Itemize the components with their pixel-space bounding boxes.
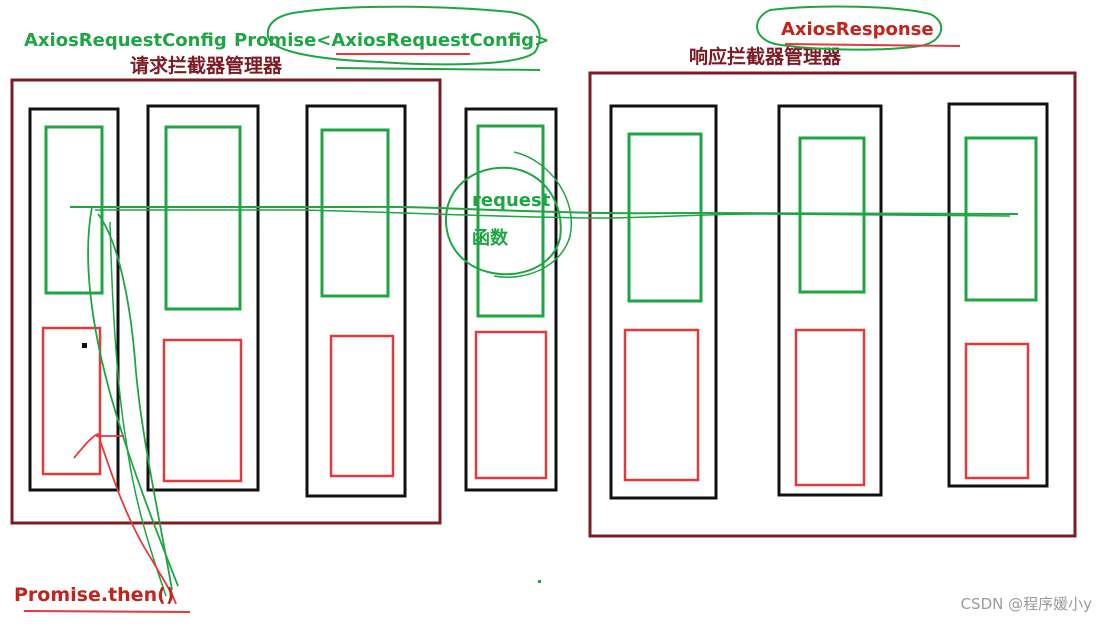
request-flow-line-lower bbox=[95, 209, 1011, 219]
request-interceptor-manager-box bbox=[10, 78, 442, 525]
request-function-block bbox=[464, 107, 558, 492]
request-interceptor-3-fulfilled bbox=[320, 128, 390, 298]
green-chain-curve-3 bbox=[109, 221, 167, 597]
request-interceptor-3-rejected bbox=[329, 334, 395, 478]
axios-response-underline bbox=[784, 43, 961, 47]
response-interceptor-3-rejected bbox=[964, 342, 1030, 480]
request-function-fulfilled bbox=[476, 124, 545, 318]
promise-config-label: Promise<AxiosRequestConfig> bbox=[234, 30, 549, 51]
response-interceptor-1 bbox=[609, 104, 718, 500]
promise-then-label: Promise.then() bbox=[14, 584, 174, 606]
green-chain-curve-2 bbox=[97, 213, 173, 591]
request-function-circle-stroke-2 bbox=[493, 151, 573, 278]
response-interceptor-1-rejected bbox=[623, 328, 700, 482]
promise-config-underline-green bbox=[335, 67, 541, 71]
request-interceptor-2 bbox=[146, 104, 260, 492]
request-function-rejected bbox=[474, 330, 548, 480]
promise-config-circle bbox=[266, 5, 541, 66]
stray-dot bbox=[538, 580, 541, 583]
csdn-watermark: CSDN @程序媛小y bbox=[960, 595, 1092, 613]
request-interceptor-3 bbox=[305, 104, 407, 498]
axios-request-config-label: AxiosRequestConfig bbox=[24, 30, 227, 51]
green-chain-curve-1 bbox=[87, 206, 179, 587]
request-interceptor-1 bbox=[28, 107, 120, 492]
response-interceptor-3-fulfilled bbox=[964, 136, 1038, 302]
request-function-label-line1: request bbox=[472, 190, 551, 211]
response-interceptor-manager-box bbox=[588, 71, 1077, 538]
response-manager-title: 响应拦截器管理器 bbox=[689, 45, 842, 68]
axios-response-label: AxiosResponse bbox=[781, 19, 934, 40]
request-manager-title: 请求拦截器管理器 bbox=[130, 54, 283, 77]
red-chain-curve bbox=[73, 432, 177, 605]
request-interceptor-2-fulfilled bbox=[164, 125, 242, 311]
request-flow-line bbox=[70, 205, 1019, 215]
promise-then-underline bbox=[23, 610, 191, 613]
request-interceptor-1-fulfilled bbox=[44, 125, 104, 295]
request-interceptor-2-rejected bbox=[162, 338, 243, 483]
request-function-circle bbox=[445, 166, 562, 276]
response-interceptor-2-rejected bbox=[794, 328, 866, 487]
response-interceptor-3 bbox=[947, 102, 1049, 488]
response-interceptor-2 bbox=[777, 104, 883, 497]
request-function-label-line2: 函数 bbox=[472, 227, 509, 249]
request-interceptor-1-rejected bbox=[41, 326, 102, 476]
cursor-dot bbox=[82, 343, 87, 348]
